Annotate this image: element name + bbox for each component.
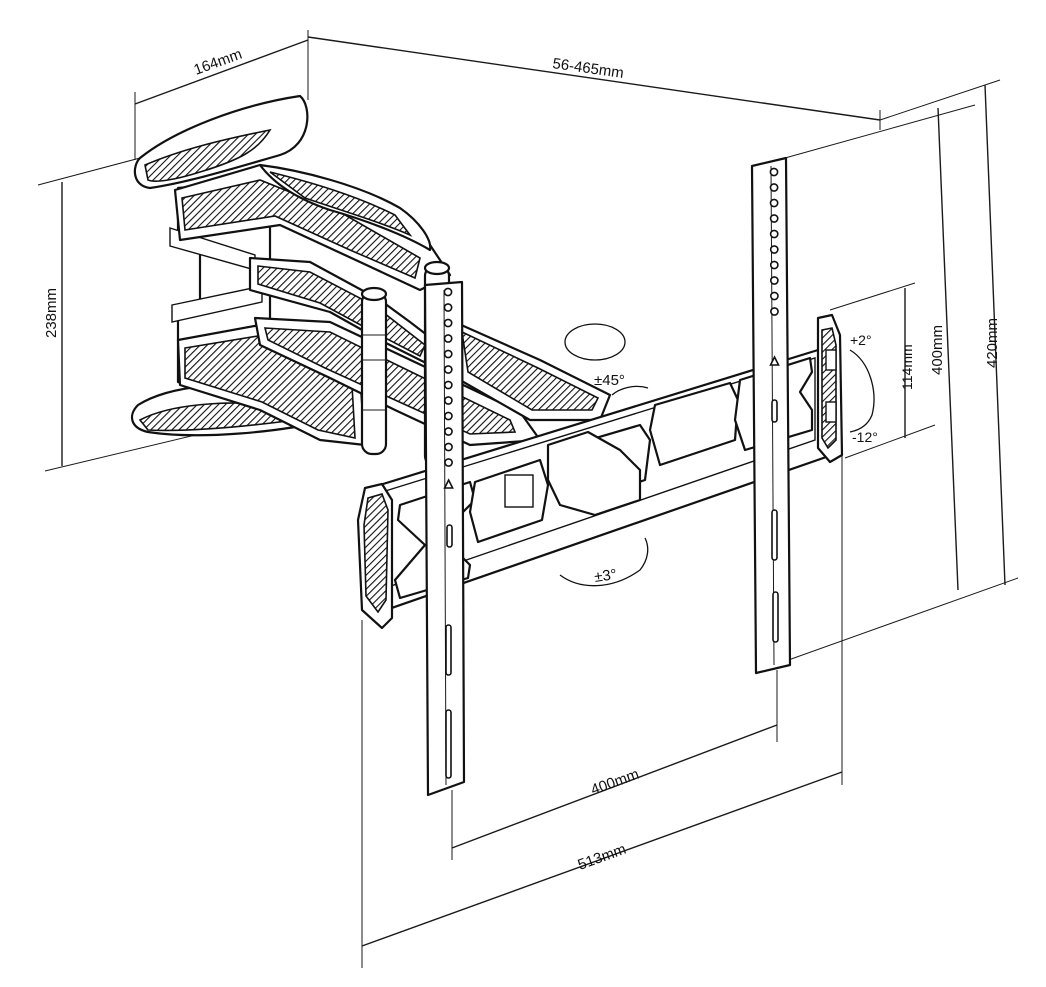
label-rotation: ±3° <box>593 566 618 586</box>
label-tilt-range: 114mm <box>899 344 915 390</box>
label-tilt-down: -12° <box>852 429 878 445</box>
label-tilt-up: +2° <box>850 332 872 348</box>
rotation-arcs <box>559 323 875 587</box>
mounting-slot <box>445 709 452 779</box>
left-vertical-bracket <box>423 280 466 797</box>
right-bracket-holes <box>769 167 780 643</box>
dimension-lines <box>37 30 1019 968</box>
mounting-hole <box>769 276 779 285</box>
mounting-hole <box>770 291 779 301</box>
mounting-slot <box>445 624 452 676</box>
mounting-hole <box>769 183 779 192</box>
mounting-slot <box>772 591 779 643</box>
mounting-hole <box>444 458 453 467</box>
label-bracket-height: 420mm <box>984 318 1001 368</box>
mounting-hole <box>444 442 453 452</box>
triangle-marker-icon <box>769 355 780 366</box>
label-swivel: ±45° <box>594 372 625 389</box>
mounting-hole <box>769 167 779 177</box>
left-bracket-holes <box>443 287 454 779</box>
mounting-hole <box>443 365 453 374</box>
mounting-hole <box>444 427 453 436</box>
label-bracket-width: 513mm <box>576 841 629 874</box>
mounting-hole <box>443 318 453 328</box>
mounting-hole <box>443 287 453 297</box>
mounting-hole <box>769 198 779 208</box>
mounting-hole <box>770 307 779 316</box>
label-vesa-vertical: 400mm <box>929 325 946 375</box>
angle-labels: ±45° ±3° +2° -12° <box>593 332 878 586</box>
mounting-slot <box>771 509 778 561</box>
mounting-hole <box>443 334 453 343</box>
wall-plate-and-arms <box>130 94 612 468</box>
mounting-hole <box>443 303 453 312</box>
mounting-hole <box>769 229 779 239</box>
label-plate-height: 238mm <box>43 288 60 338</box>
mounting-slot <box>446 524 453 548</box>
mounting-hole <box>443 380 453 390</box>
mounting-hole <box>769 260 779 270</box>
mounting-slot <box>771 399 778 423</box>
mounting-hole <box>443 396 453 405</box>
mounting-hole <box>769 214 779 223</box>
label-vesa-horizontal: 400mm <box>589 766 642 799</box>
mounting-hole <box>443 411 453 421</box>
mounting-hole <box>769 245 779 254</box>
horizontal-rail <box>356 313 844 630</box>
mounting-hole <box>443 349 453 359</box>
triangle-marker-icon <box>443 478 454 489</box>
